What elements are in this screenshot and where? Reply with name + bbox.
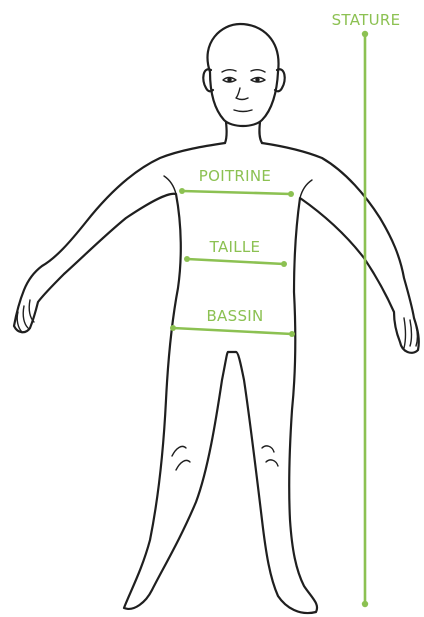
body-left-outline (14, 143, 228, 609)
waist-label: TAILLE (209, 238, 261, 256)
neck-left (225, 122, 227, 143)
head-outline (207, 24, 278, 126)
stature-bottom-dot (362, 601, 368, 607)
neck-right (259, 122, 262, 143)
chest-line (182, 191, 291, 194)
left-eyebrow (222, 70, 236, 72)
body-right-outline (236, 143, 419, 613)
stature-measure: STATURE (332, 11, 401, 607)
stature-label: STATURE (332, 11, 401, 29)
stature-top-dot (362, 31, 368, 37)
waist-right-dot (281, 261, 287, 267)
left-knee (172, 446, 190, 470)
right-eyebrow (251, 70, 265, 72)
hips-line (173, 328, 292, 334)
hips-measure: BASSIN (170, 307, 295, 337)
mouth (234, 110, 252, 112)
right-armpit (300, 180, 312, 198)
nose (236, 88, 248, 100)
chest-right-dot (288, 191, 294, 197)
chest-label: POITRINE (199, 167, 271, 185)
left-pupil (227, 78, 231, 82)
waist-line (187, 259, 284, 264)
hips-label: BASSIN (206, 307, 263, 325)
right-knee (262, 446, 278, 466)
waist-left-dot (184, 256, 190, 262)
waist-measure: TAILLE (184, 238, 287, 267)
right-pupil (255, 78, 259, 82)
chest-measure: POITRINE (179, 167, 294, 197)
hips-left-dot (170, 325, 176, 331)
left-armpit (164, 176, 176, 194)
hips-right-dot (289, 331, 295, 337)
chest-left-dot (179, 188, 185, 194)
